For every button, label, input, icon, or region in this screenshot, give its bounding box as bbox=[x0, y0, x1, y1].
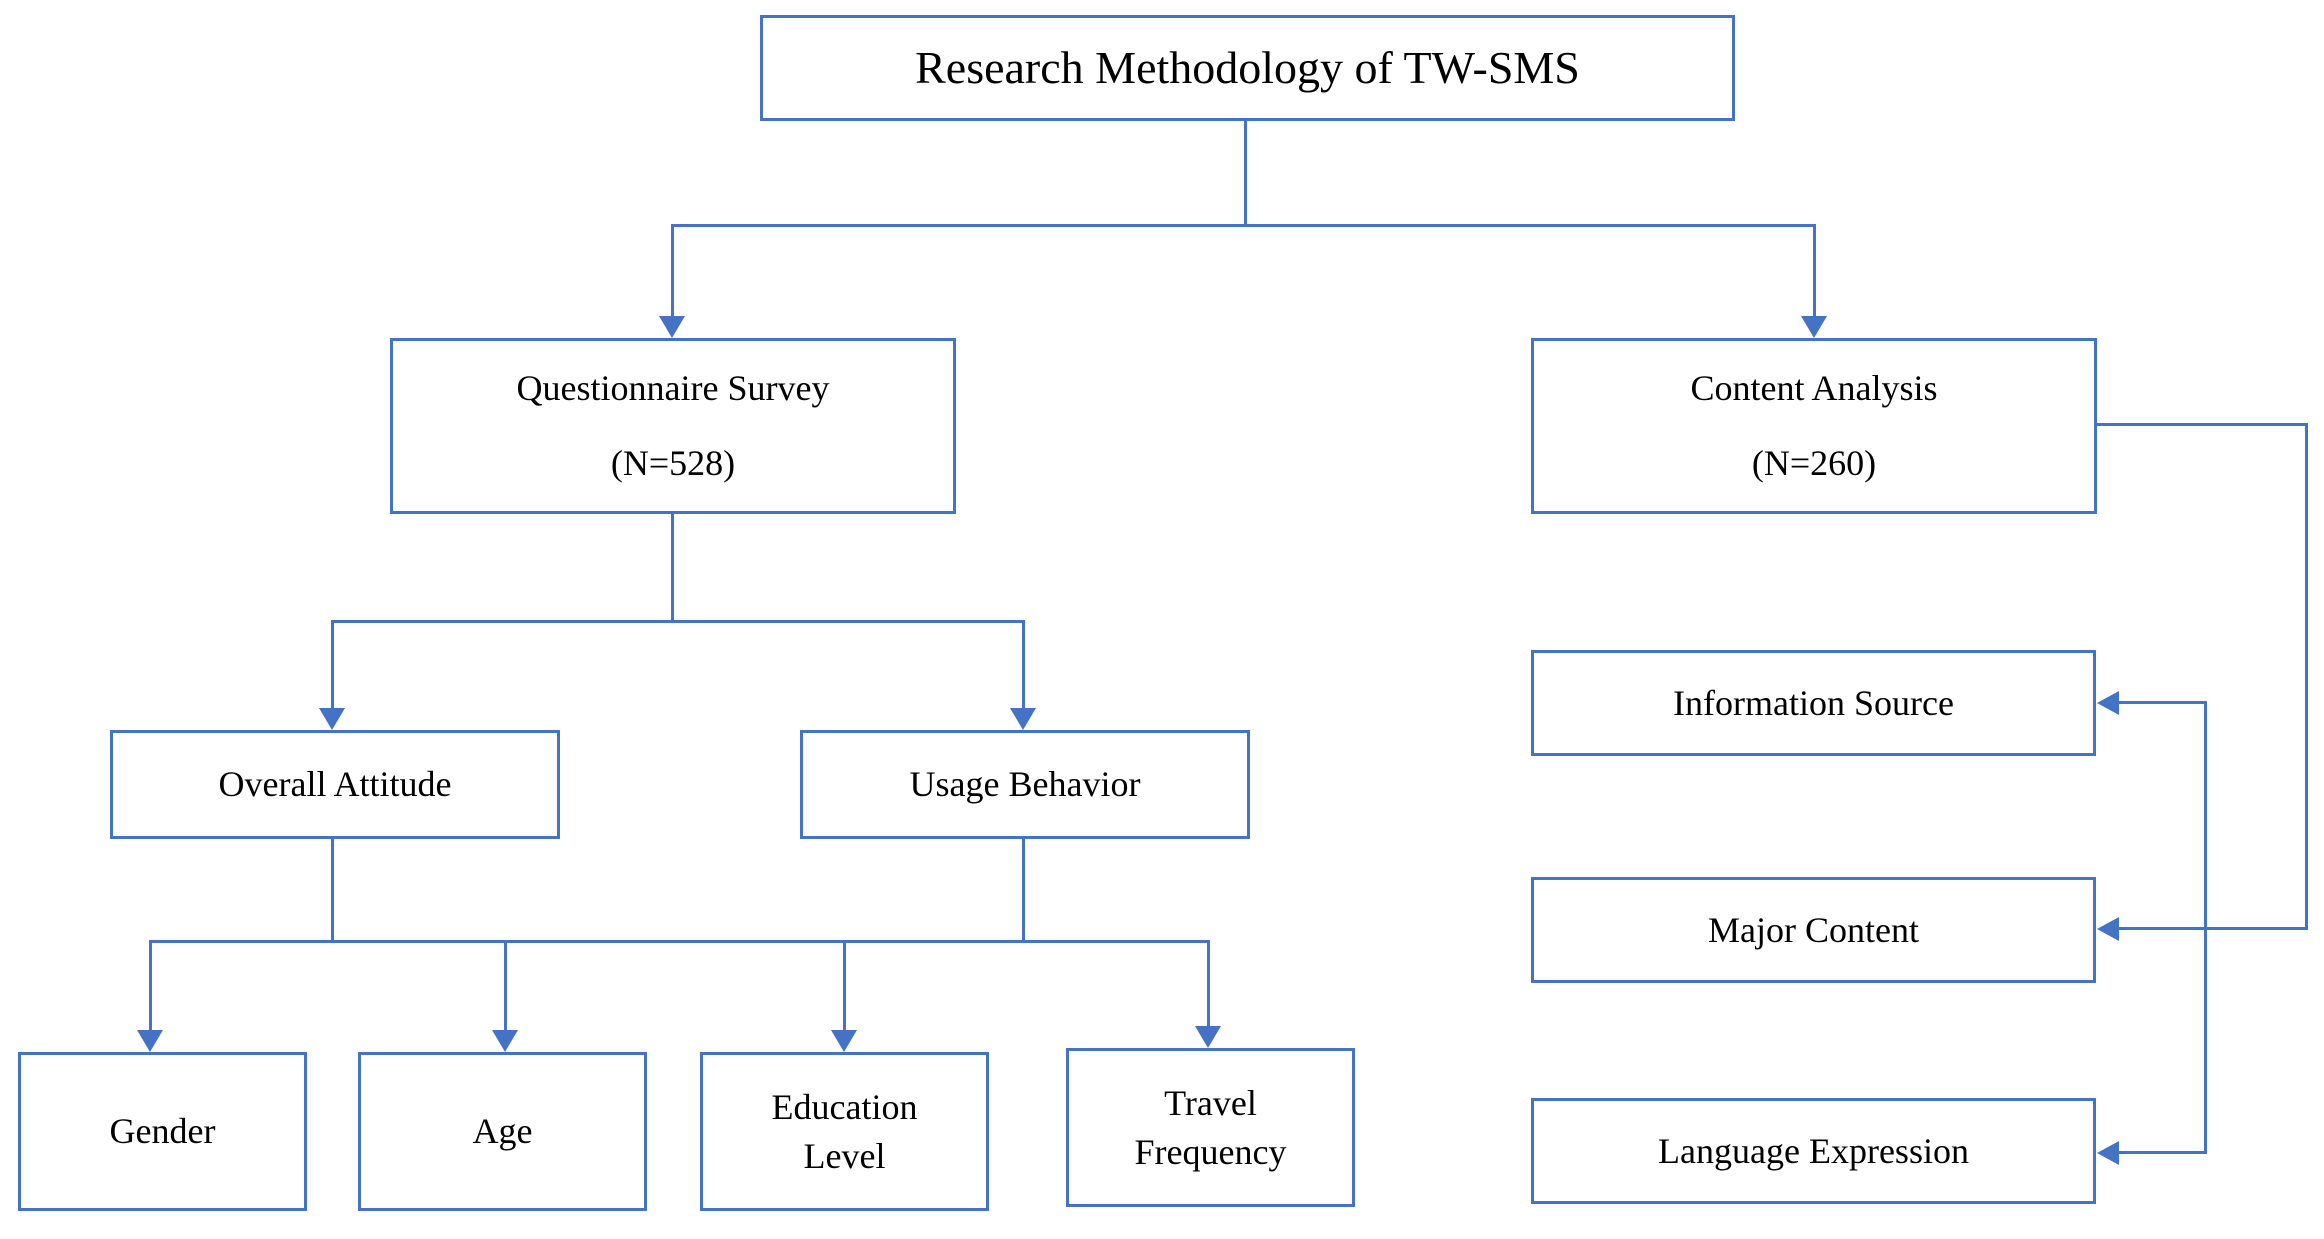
node-age-label: Age bbox=[472, 1111, 533, 1152]
connector-drop-questionnaire bbox=[671, 224, 674, 318]
node-language-expression-label: Language Expression bbox=[1658, 1130, 1969, 1171]
node-gender-label: Gender bbox=[109, 1111, 216, 1152]
arrowhead-into-information-source-icon bbox=[2097, 691, 2119, 715]
connector-drop-usage-behavior bbox=[1022, 620, 1025, 710]
node-content-analysis-sublabel: (N=260) bbox=[1751, 443, 1877, 483]
arrowhead-into-content-analysis-icon bbox=[1801, 316, 1827, 338]
node-usage-behavior: Usage Behavior bbox=[800, 730, 1250, 839]
node-major-content-label: Major Content bbox=[1708, 909, 1919, 950]
node-overall-attitude-label: Overall Attitude bbox=[218, 764, 452, 805]
arrowhead-into-major-content-icon bbox=[2097, 917, 2119, 941]
node-content-analysis-label: Content Analysis bbox=[1690, 368, 1938, 409]
node-information-source-label: Information Source bbox=[1673, 682, 1954, 723]
node-title: Research Methodology of TW-SMS bbox=[760, 15, 1735, 121]
arrowhead-into-language-expression-icon bbox=[2097, 1141, 2119, 1165]
connector-content-analysis-out bbox=[2097, 423, 2308, 426]
arrowhead-into-questionnaire-icon bbox=[659, 316, 685, 338]
connector-title-stem bbox=[1244, 121, 1247, 227]
arrowhead-into-age-icon bbox=[492, 1030, 518, 1052]
connector-drop-education-level bbox=[843, 940, 846, 1030]
connector-level3-rail bbox=[149, 940, 1210, 943]
connector-drop-overall-attitude bbox=[331, 620, 334, 710]
node-age: Age bbox=[358, 1052, 647, 1211]
node-title-label: Research Methodology of TW-SMS bbox=[915, 41, 1580, 93]
node-questionnaire-survey-label: Questionnaire Survey bbox=[516, 368, 830, 409]
connector-drop-content-analysis bbox=[1813, 224, 1816, 318]
node-education-level: Education Level bbox=[700, 1052, 989, 1211]
node-overall-attitude: Overall Attitude bbox=[110, 730, 560, 839]
node-travel-frequency: Travel Frequency bbox=[1066, 1048, 1355, 1207]
connector-into-language-expression bbox=[2118, 1151, 2207, 1154]
connector-level2-rail bbox=[331, 620, 1025, 623]
connector-outer-vertical bbox=[2305, 423, 2308, 930]
connector-into-major-content bbox=[2118, 927, 2308, 930]
connector-usage-behavior-stem bbox=[1022, 839, 1025, 943]
arrowhead-into-overall-attitude-icon bbox=[319, 708, 345, 730]
arrowhead-into-education-level-icon bbox=[831, 1030, 857, 1052]
connector-drop-gender bbox=[149, 940, 152, 1030]
node-usage-behavior-label: Usage Behavior bbox=[909, 764, 1141, 805]
connector-into-information-source bbox=[2118, 701, 2207, 704]
node-questionnaire-survey-sublabel: (N=528) bbox=[610, 443, 736, 483]
connector-drop-age bbox=[504, 940, 507, 1030]
node-content-analysis: Content Analysis (N=260) bbox=[1531, 338, 2097, 514]
node-travel-frequency-label: Travel Frequency bbox=[1134, 1082, 1287, 1172]
arrowhead-into-travel-frequency-icon bbox=[1195, 1026, 1221, 1048]
connector-level1-rail bbox=[671, 224, 1816, 227]
arrowhead-into-gender-icon bbox=[137, 1030, 163, 1052]
node-information-source: Information Source bbox=[1531, 650, 2096, 756]
connector-inner-vertical bbox=[2204, 701, 2207, 1153]
node-gender: Gender bbox=[18, 1052, 307, 1211]
node-education-level-label: Education Level bbox=[771, 1086, 918, 1176]
connector-overall-attitude-stem bbox=[331, 839, 334, 943]
connector-questionnaire-stem bbox=[671, 514, 674, 622]
node-questionnaire-survey: Questionnaire Survey (N=528) bbox=[390, 338, 956, 514]
node-language-expression: Language Expression bbox=[1531, 1098, 2096, 1204]
arrowhead-into-usage-behavior-icon bbox=[1010, 708, 1036, 730]
node-major-content: Major Content bbox=[1531, 877, 2096, 983]
connector-drop-travel-frequency bbox=[1207, 940, 1210, 1026]
